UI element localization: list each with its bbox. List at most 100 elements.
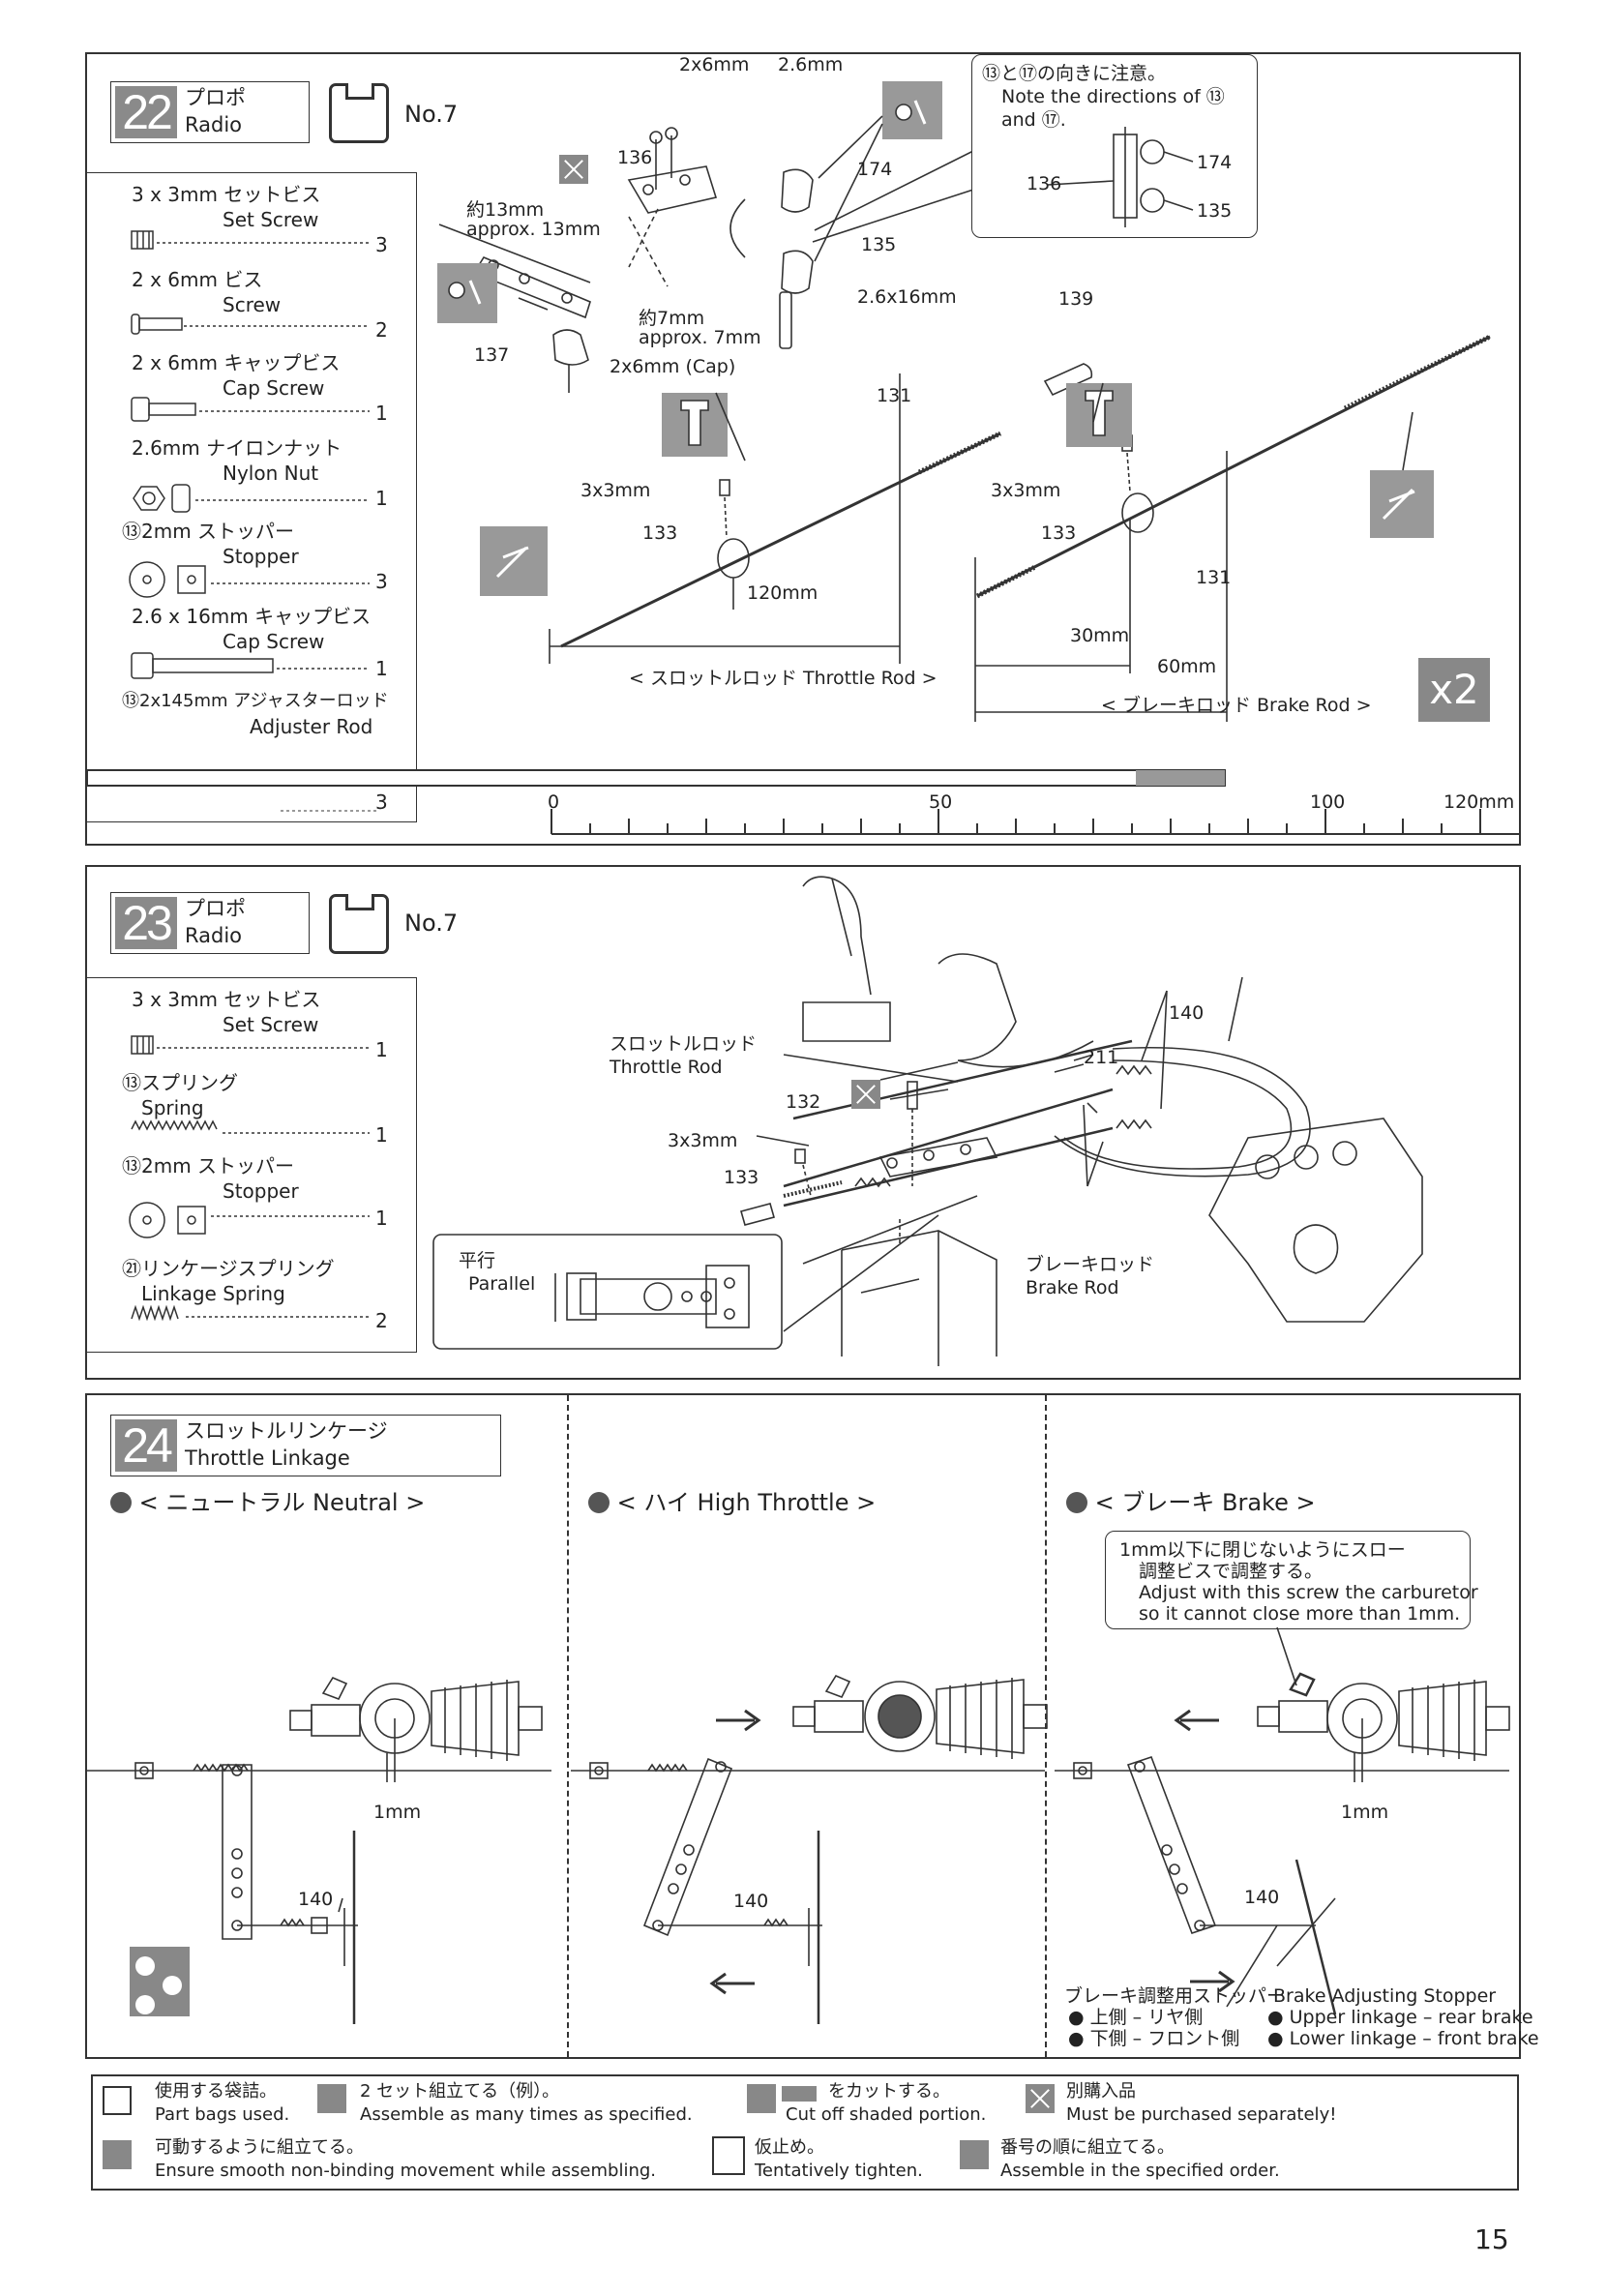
label-2-6mm: 2.6mm	[778, 54, 844, 75]
step-23-assembly-drawing	[432, 876, 1423, 1366]
part-callout: 137	[474, 344, 510, 366]
part-callout: 140	[733, 1891, 769, 1912]
legend-jp: 2 セット組立てる（例）。	[360, 2081, 560, 2102]
part-callout: 133	[1041, 522, 1077, 544]
part-en: Linkage Spring	[141, 1282, 285, 1305]
part-qty: 3	[375, 570, 388, 593]
label-set-screw: 3x3mm	[991, 480, 1061, 501]
part-jp: 3 x 3mm セットビス	[132, 988, 321, 1011]
part-callout: 140	[1244, 1887, 1280, 1908]
label-set-screw: 3x3mm	[580, 480, 651, 501]
label-throttle-rod-jp: スロットルロッド	[610, 1033, 758, 1055]
part-callout: 136	[1027, 173, 1062, 194]
part-callout: 139	[1058, 288, 1094, 310]
part-jp: ⑬スプリング	[122, 1071, 238, 1094]
part-callout: 211	[1084, 1047, 1119, 1068]
x2-icon	[317, 2084, 346, 2113]
part-callout: 174	[857, 159, 893, 180]
legend-jp: 可動するように組立てる。	[155, 2137, 364, 2158]
legend-jp: 使用する袋詰。	[155, 2081, 277, 2102]
part-en: Adjuster Rod	[250, 715, 373, 738]
tentative-tighten-icon	[712, 2136, 745, 2175]
parts-list: 3 x 3mm セットビス Set Screw 3 2 x 6mm ビス Scr…	[87, 172, 417, 822]
part-callout: 135	[1197, 200, 1233, 222]
step-number: 22	[115, 86, 177, 138]
step-23-header: 23 プロポ Radio	[110, 892, 310, 954]
part-qty: 3	[375, 790, 388, 814]
part-en: Spring	[141, 1096, 204, 1119]
part-en: Nylon Nut	[223, 462, 319, 485]
label-brake-rod: < ブレーキロッド Brake Rod >	[1101, 695, 1372, 716]
legend-en: Must be purchased separately!	[1066, 2104, 1337, 2125]
part-qty: 2	[375, 318, 388, 342]
bag-icon	[329, 894, 389, 954]
ruler-tick-label: 120mm	[1443, 791, 1515, 813]
label-throttle-rod-en: Throttle Rod	[610, 1057, 723, 1078]
shaded-portion-icon	[782, 2086, 817, 2102]
step-24-section: 24 スロットルリンケージ Throttle Linkage < ニュートラル …	[85, 1393, 1539, 2059]
part-callout: 135	[861, 234, 897, 255]
part-en: Stopper	[223, 1179, 299, 1203]
label-13mm-en: approx. 13mm	[466, 219, 601, 240]
panel-neutral-label: < ニュートラル Neutral >	[110, 1491, 425, 1514]
step-22-header: 22 プロポ Radio	[110, 81, 310, 143]
parts-list: 3 x 3mm セットビス Set Screw 1 ⑬スプリング Spring …	[87, 977, 417, 1353]
step-22-assembly-drawing	[437, 81, 1492, 722]
part-qty: 1	[375, 402, 388, 425]
legend-jp: 仮止め。	[755, 2137, 824, 2158]
ruler	[551, 809, 1519, 835]
part-callout: 136	[617, 147, 653, 168]
label-13mm-jp: 約13mm	[466, 199, 545, 221]
stopper-upper-jp: ● 上側 – リヤ側	[1068, 2007, 1204, 2028]
stopper-upper-en: ● Upper linkage – rear brake	[1267, 2007, 1533, 2028]
step-title-en: Radio	[185, 113, 243, 136]
step-22-section: 22 プロポ Radio No.7 3 x 3mm セットビス Set Scre…	[85, 52, 1521, 846]
legend-jp: をカットする。	[828, 2081, 950, 2102]
part-en: Stopper	[223, 545, 299, 568]
label-brake-rod-jp: ブレーキロッド	[1026, 1254, 1155, 1275]
note-text: so it cannot close more than 1mm.	[1139, 1603, 1461, 1625]
part-qty: 3	[375, 233, 388, 256]
legend-en: Assemble as many times as specified.	[360, 2104, 693, 2125]
label-parallel-en: Parallel	[468, 1273, 536, 1295]
cut-icon	[747, 2084, 776, 2113]
part-callout: 140	[1169, 1002, 1205, 1024]
label-120mm: 120mm	[747, 582, 818, 604]
adjuster-rod-fullsize	[86, 769, 1226, 812]
note-text: and ⑰.	[1001, 109, 1066, 131]
note-text: Note the directions of ⑬	[1001, 86, 1225, 107]
part-jp: 2 x 6mm ビス	[132, 268, 263, 291]
panel-brake-label: < ブレーキ Brake >	[1066, 1491, 1316, 1514]
part-qty: 1	[375, 657, 388, 680]
step-title-jp: スロットルリンケージ	[185, 1419, 388, 1443]
part-callout: 132	[786, 1091, 821, 1113]
part-jp: 2.6mm ナイロンナット	[132, 436, 342, 460]
label-7mm-en: approx. 7mm	[639, 327, 761, 348]
label-brake-rod-en: Brake Rod	[1026, 1277, 1119, 1298]
purchase-separately-icon	[1026, 2084, 1055, 2113]
ruler-tick-label: 100	[1310, 791, 1346, 813]
part-callout: 133	[642, 522, 678, 544]
label-2-6x16mm: 2.6x16mm	[857, 286, 957, 308]
part-jp: ⑬2mm ストッパー	[122, 520, 295, 543]
part-jp: 2 x 6mm キャップビス	[132, 351, 341, 374]
step-24-linkage-drawings	[87, 1626, 1510, 2024]
label-2x6mm: 2x6mm	[679, 54, 750, 75]
legend-en: Part bags used.	[155, 2104, 290, 2125]
bag-icon	[329, 83, 389, 143]
step-title-jp: プロポ	[185, 86, 246, 109]
step-title-en: Throttle Linkage	[185, 1446, 350, 1470]
bag-icon	[103, 2086, 132, 2115]
order-icon	[960, 2140, 989, 2169]
label-parallel-jp: 平行	[459, 1250, 496, 1271]
label-30mm: 30mm	[1070, 625, 1130, 646]
label-throttle-rod: < スロットルロッド Throttle Rod >	[629, 668, 937, 689]
parts-icons	[129, 1035, 370, 1322]
part-en: Cap Screw	[223, 376, 325, 400]
stopper-en: Brake Adjusting Stopper	[1273, 1985, 1497, 2007]
legend-en: Cut off shaded portion.	[786, 2104, 987, 2125]
dim-1mm: 1mm	[373, 1802, 422, 1823]
part-en: Cap Screw	[223, 630, 325, 653]
part-en: Set Screw	[223, 1013, 319, 1036]
part-callout: 140	[298, 1889, 334, 1910]
